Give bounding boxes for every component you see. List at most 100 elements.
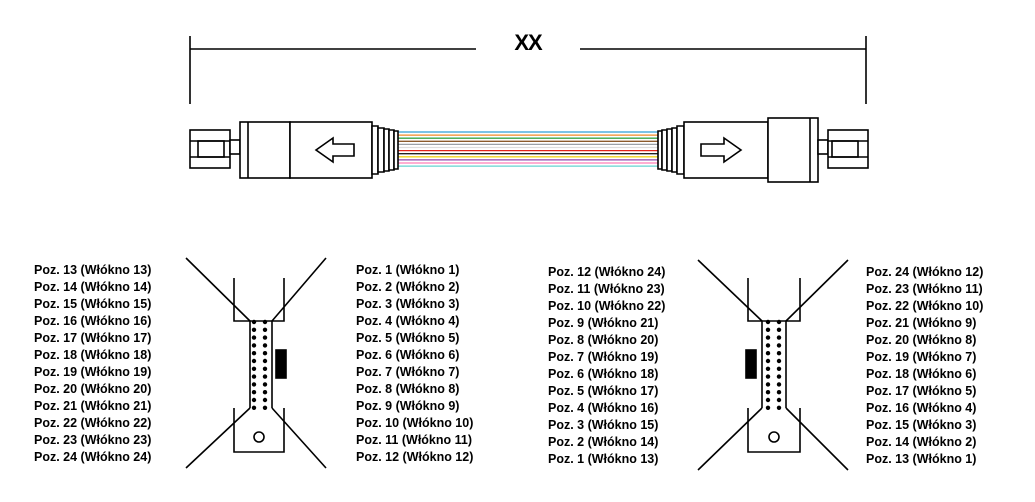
pin-dot — [251, 390, 257, 395]
length-label: XX — [514, 30, 542, 55]
pin-dot — [765, 358, 771, 364]
pin-dot — [262, 327, 268, 332]
pin-label: Poz. 4 (Włókno 16) — [548, 401, 659, 415]
pin-label: Poz. 1 (Włókno 13) — [548, 452, 659, 466]
pin-label: Poz. 16 (Włókno 4) — [866, 401, 977, 415]
pin-dot — [765, 335, 771, 340]
left-inner-labels: Poz. 1 (Włókno 1) Poz. 2 (Włókno 2) Poz.… — [356, 262, 473, 466]
pin-dot — [251, 327, 257, 332]
pin-label: Poz. 17 (Włókno 5) — [866, 384, 977, 398]
pin-label: Poz. 6 (Włókno 18) — [548, 367, 659, 381]
pin-label: Poz. 19 (Włókno 19) — [34, 365, 152, 379]
pin-label: Poz. 1 (Włókno 1) — [356, 263, 460, 277]
fiber-ribbon — [398, 131, 658, 167]
pin-label: Poz. 7 (Włókno 7) — [356, 365, 460, 379]
pin-dot — [251, 397, 257, 403]
left-outer-labels: Poz. 13 (Włókno 13) Poz. 14 (Włókno 14) … — [34, 262, 151, 466]
pin-label: Poz. 9 (Włókno 9) — [356, 399, 460, 413]
left-connector-face — [185, 257, 327, 469]
pin-label: Poz. 3 (Włókno 15) — [548, 418, 659, 432]
pin-label: Poz. 17 (Włókno 17) — [34, 331, 152, 345]
pin-dot — [251, 351, 257, 356]
pin-dot — [776, 374, 782, 379]
pin-label: Poz. 14 (Włókno 14) — [34, 280, 152, 294]
pin-dot — [251, 405, 257, 410]
pin-label: Poz. 10 (Włókno 22) — [548, 299, 666, 313]
pin-dot — [262, 397, 268, 403]
pin-dot — [776, 351, 782, 356]
pin-dot — [765, 397, 771, 403]
right-connector-plug — [657, 117, 869, 183]
pin-label: Poz. 18 (Włókno 18) — [34, 348, 152, 362]
pin-dot — [776, 335, 782, 340]
right-connector-face — [697, 259, 849, 471]
pin-label: Poz. 12 (Włókno 12) — [356, 450, 474, 464]
pin-dot — [765, 319, 771, 325]
pin-label: Poz. 20 (Włókno 20) — [34, 382, 152, 396]
pin-dot — [262, 405, 268, 410]
pin-dot — [765, 327, 771, 332]
pin-label: Poz. 5 (Włókno 5) — [356, 331, 460, 345]
pin-label: Poz. 12 (Włókno 24) — [548, 265, 666, 279]
pin-label: Poz. 8 (Włókno 20) — [548, 333, 659, 347]
pin-label: Poz. 11 (Włókno 23) — [548, 282, 665, 296]
pin-label: Poz. 15 (Włókno 15) — [34, 297, 152, 311]
pin-dot — [765, 366, 771, 371]
pin-label: Poz. 14 (Włókno 2) — [866, 435, 977, 449]
pin-dot — [776, 343, 782, 348]
right-outer-labels: Poz. 24 (Włókno 12) Poz. 23 (Włókno 11) … — [866, 264, 983, 468]
length-dimension — [189, 36, 867, 104]
pin-dot — [765, 374, 771, 379]
pin-dot — [251, 366, 257, 371]
pin-label: Poz. 21 (Włókno 9) — [866, 316, 977, 330]
pin-label: Poz. 18 (Włókno 6) — [866, 367, 977, 381]
pin-label: Poz. 19 (Włókno 7) — [866, 350, 977, 364]
pin-dot — [765, 351, 771, 356]
pin-dot — [262, 374, 268, 379]
pin-dot — [251, 382, 257, 387]
pin-dot — [262, 351, 268, 356]
pin-dot — [776, 327, 782, 332]
pin-label: Poz. 21 (Włókno 21) — [34, 399, 152, 413]
pin-dot — [262, 343, 268, 348]
pin-dot — [262, 382, 268, 387]
pin-label: Poz. 7 (Włókno 19) — [548, 350, 659, 364]
pin-label: Poz. 13 (Włókno 1) — [866, 452, 977, 466]
pin-label: Poz. 11 (Włókno 11) — [356, 433, 472, 447]
pin-label: Poz. 22 (Włókno 10) — [866, 299, 984, 313]
pin-dot — [251, 319, 257, 325]
pin-label: Poz. 8 (Włókno 8) — [356, 382, 460, 396]
pin-label: Poz. 9 (Włókno 21) — [548, 316, 659, 330]
pin-dot — [776, 358, 782, 364]
pin-dot — [262, 319, 268, 325]
pin-dot — [765, 382, 771, 387]
pin-dot — [251, 343, 257, 348]
pin-dot — [765, 405, 771, 410]
pin-label: Poz. 22 (Włókno 22) — [34, 416, 152, 430]
pin-label: Poz. 10 (Włókno 10) — [356, 416, 474, 430]
pin-dot — [262, 390, 268, 395]
pin-label: Poz. 23 (Włókno 23) — [34, 433, 152, 447]
pin-dot — [262, 358, 268, 364]
pin-label: Poz. 2 (Włókno 2) — [356, 280, 460, 294]
pin-dot — [776, 405, 782, 410]
pin-label: Poz. 2 (Włókno 14) — [548, 435, 659, 449]
pin-dot — [776, 366, 782, 371]
pin-dot — [251, 335, 257, 340]
pin-label: Poz. 23 (Włókno 11) — [866, 282, 983, 296]
pin-label: Poz. 3 (Włókno 3) — [356, 297, 460, 311]
pin-dot — [776, 319, 782, 325]
pin-dot — [251, 374, 257, 379]
pin-label: Poz. 5 (Włókno 17) — [548, 384, 659, 398]
pin-dot — [776, 382, 782, 387]
pin-label: Poz. 24 (Włókno 24) — [34, 450, 152, 464]
pin-dot — [262, 335, 268, 340]
pin-dot — [776, 397, 782, 403]
pin-label: Poz. 13 (Włókno 13) — [34, 263, 152, 277]
pin-label: Poz. 4 (Włókno 4) — [356, 314, 460, 328]
pin-label: Poz. 16 (Włókno 16) — [34, 314, 152, 328]
left-connector-plug — [189, 121, 399, 179]
pin-dot — [776, 390, 782, 395]
pin-dot — [251, 358, 257, 364]
